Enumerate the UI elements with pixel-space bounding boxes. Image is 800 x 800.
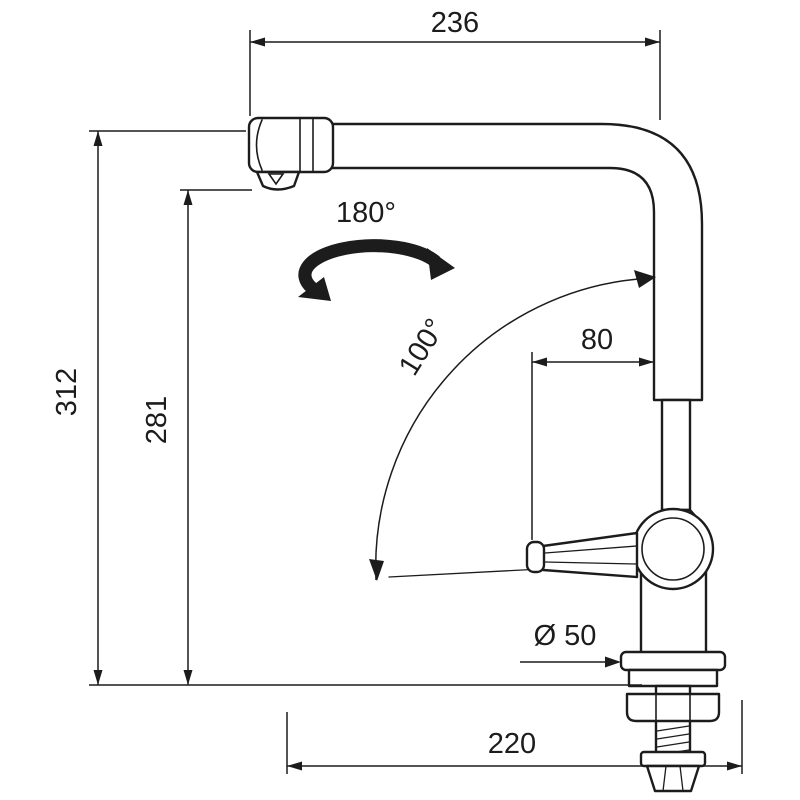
dim-80-label: 80: [581, 324, 613, 356]
nut-facet-line-1: [662, 765, 667, 792]
nut-facet-line-2: [679, 765, 684, 792]
handle-arc-arrow-top: [634, 270, 656, 288]
swivel-angle-label: 180°: [336, 197, 396, 229]
dim-236-label: 236: [431, 7, 479, 39]
dim-bottom-width: 220: [286, 700, 743, 774]
aerator-mark: [267, 173, 285, 186]
dim-220-label: 220: [488, 728, 536, 760]
handle-arc-annotation: 100°: [369, 270, 656, 581]
dim-281-arrow-bottom: [183, 670, 193, 685]
rotation-arrow-left: [298, 277, 331, 301]
faucet-spout-tube: [330, 122, 704, 402]
faucet-neck: [660, 398, 692, 512]
dim-diameter-arrow: [605, 656, 621, 668]
handle-arc-curve: [374, 277, 656, 581]
dim-281-label: 281: [141, 396, 173, 444]
base-skirt: [627, 668, 719, 688]
dim-overall-height: 312: [51, 130, 642, 686]
lever-handle: [541, 531, 639, 579]
cartridge-cap-outer: [631, 507, 715, 591]
mounting-nut: [645, 764, 701, 793]
lever-line-2: [544, 561, 638, 565]
dim-220-arrow-right: [727, 761, 742, 771]
rotation-arrow-right: [427, 248, 455, 280]
handle-arc-arrow-bottom: [369, 559, 384, 581]
dim-top-width: 236: [249, 7, 661, 120]
lever-line-1: [544, 545, 638, 554]
base-flange: [619, 650, 727, 672]
spray-head-front-contour: [255, 119, 263, 171]
mounting-washer: [625, 692, 721, 723]
dim-312-label: 312: [51, 368, 83, 416]
swivel-annotation: 180°: [298, 197, 455, 301]
dim-handle-offset: 80: [531, 324, 654, 540]
dim-diameter-label: Ø 50: [534, 620, 597, 652]
dim-base-diameter: Ø 50: [520, 620, 621, 668]
dim-80-arrow-right: [639, 357, 654, 367]
dim-312-arrow-bottom: [93, 670, 103, 685]
mounting-nut-flange: [639, 750, 707, 768]
lever-end-cap: [525, 540, 546, 574]
handle-arc-label: 100°: [393, 313, 452, 381]
rotation-ribbon: [298, 239, 441, 293]
dim-281-arrow-top: [183, 190, 193, 205]
dim-220-arrow-left: [287, 761, 302, 771]
faucet: [247, 116, 727, 793]
dim-80-arrow-left: [532, 357, 547, 367]
dim-spout-height: 281: [141, 189, 252, 685]
spray-head: [247, 116, 335, 174]
dim-236-arrow-right: [645, 37, 660, 47]
dim-312-arrow-top: [93, 131, 103, 146]
cartridge-cap-inner: [641, 517, 705, 581]
dim-236-arrow-left: [250, 37, 265, 47]
